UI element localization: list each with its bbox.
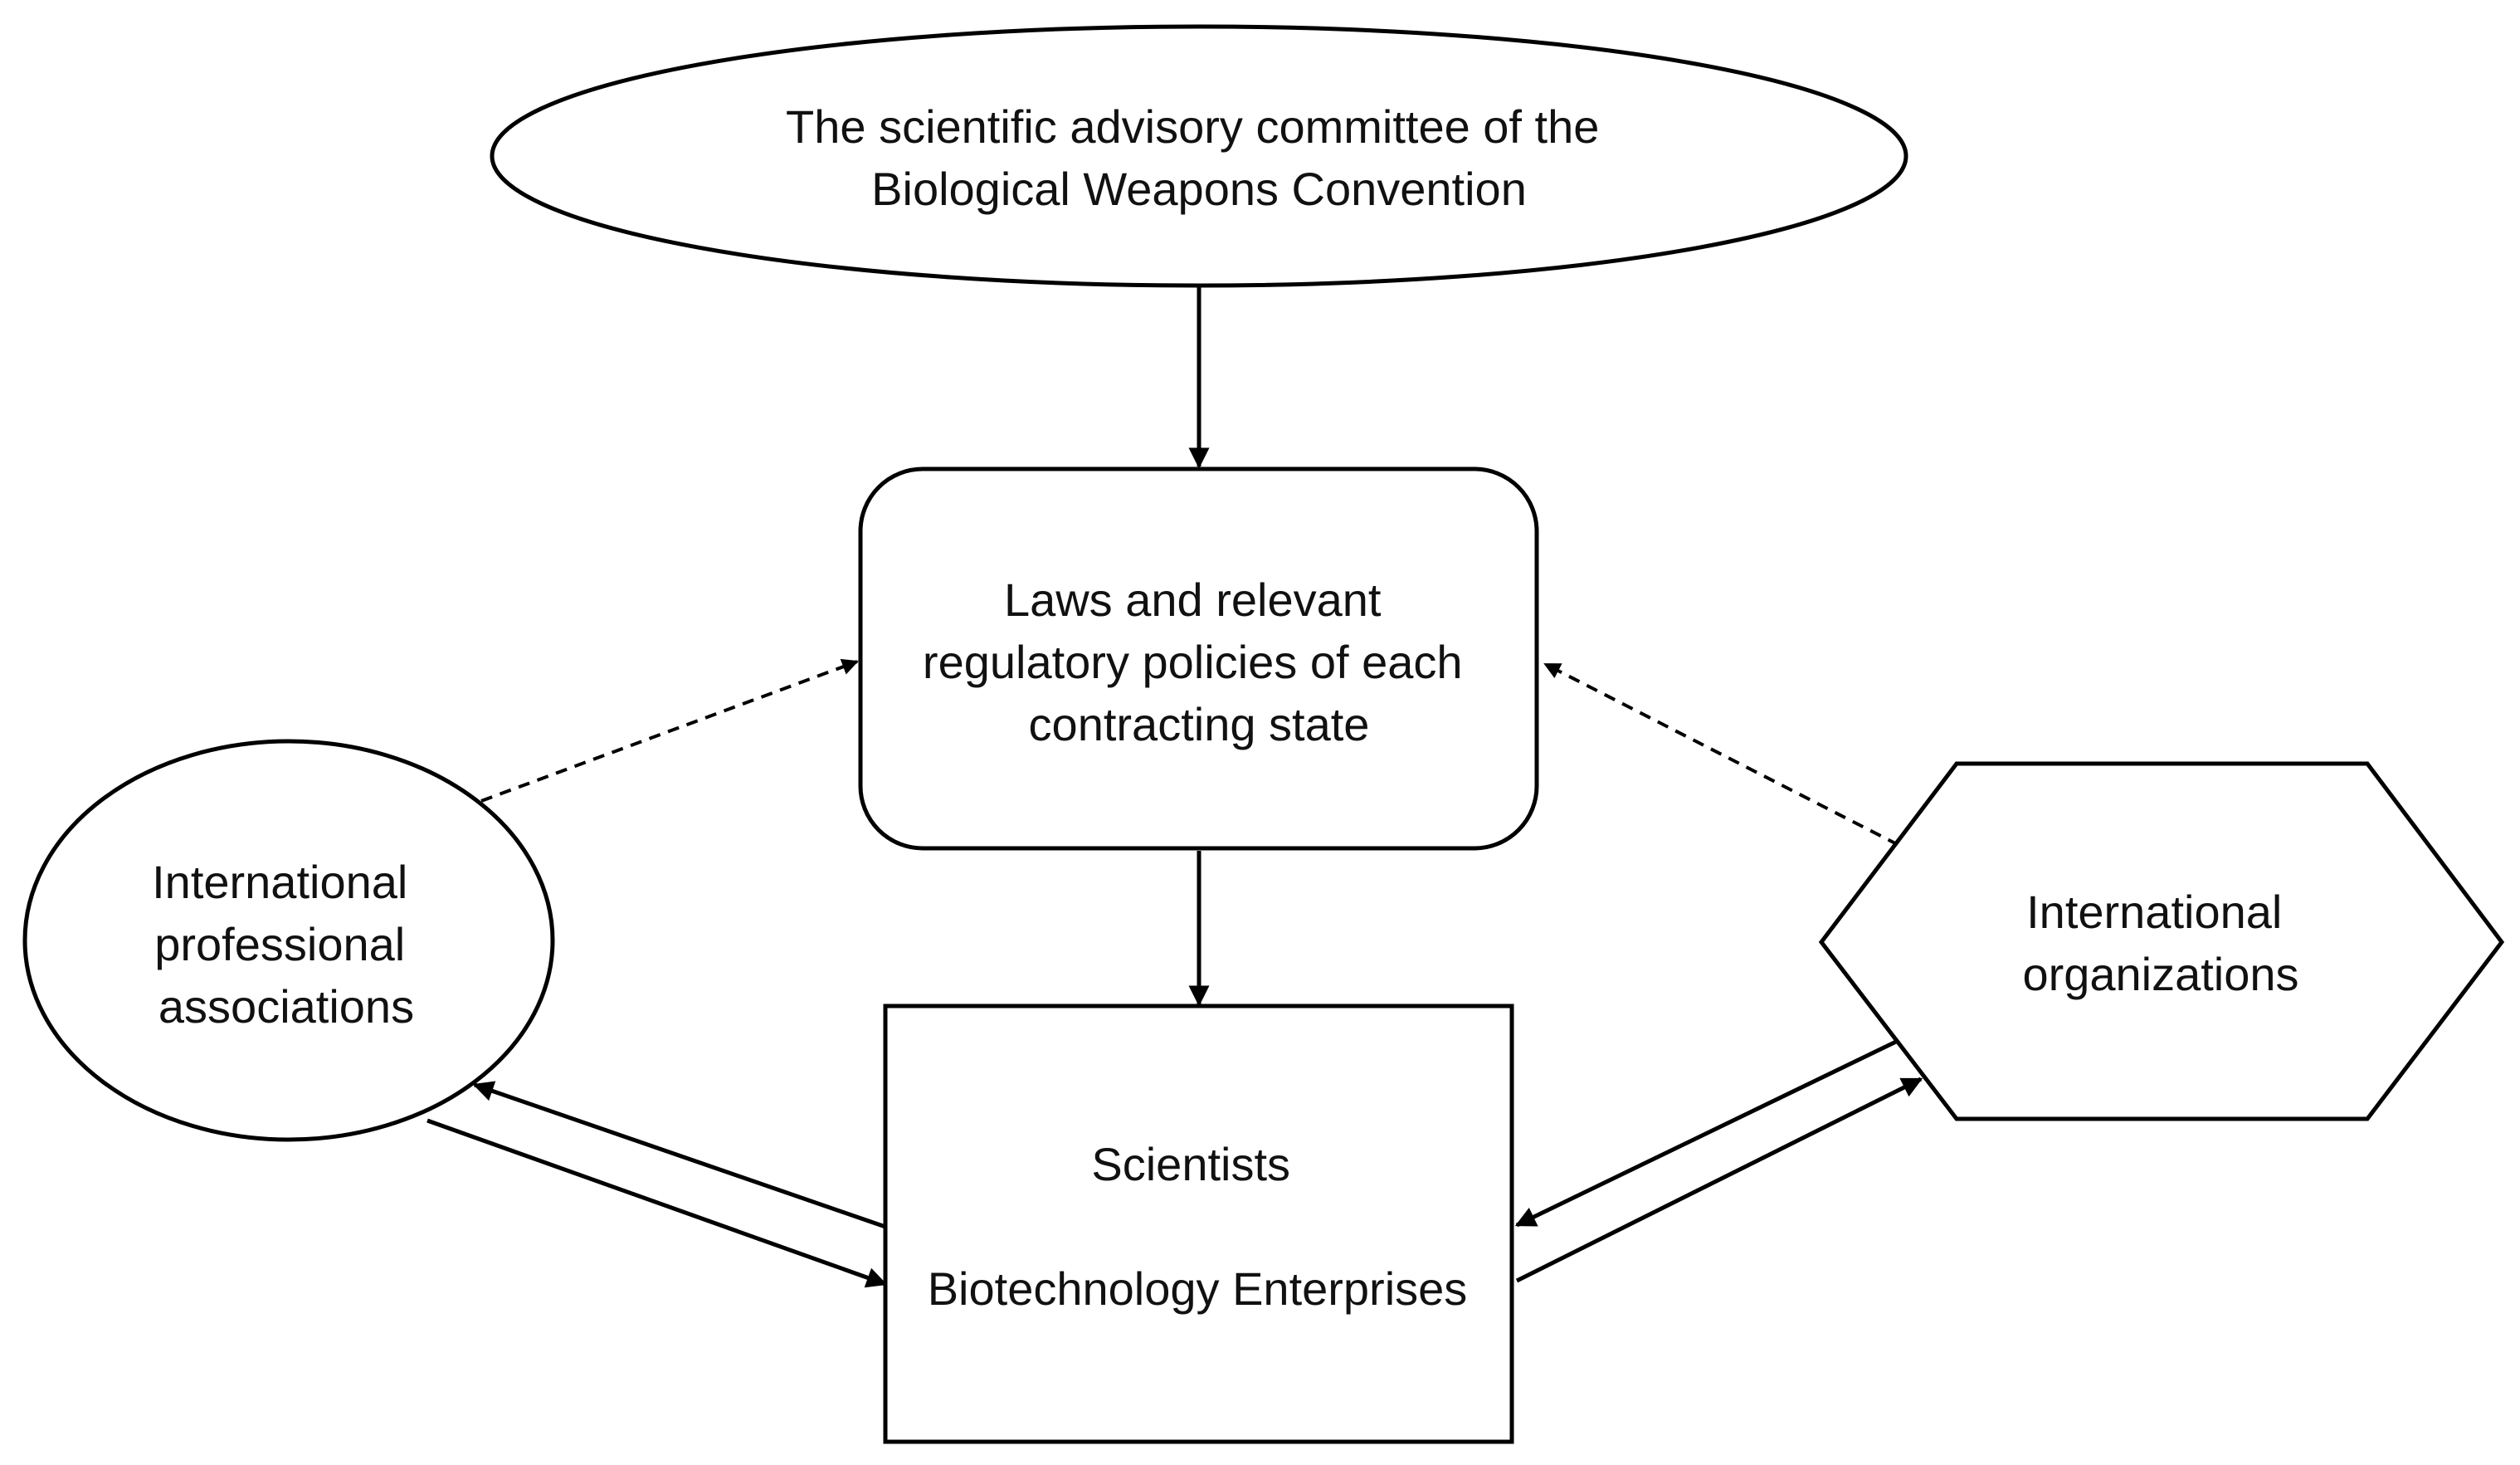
- node-organizations: International organizations: [1818, 761, 2505, 1121]
- edge-organizations-to-laws: [1543, 662, 1899, 847]
- actors-box: [883, 1004, 1514, 1444]
- node-laws: Laws and relevant regulatory policies of…: [858, 466, 1539, 851]
- laws-label-line-2: regulatory policies of each: [923, 636, 1463, 688]
- edges: [426, 286, 1923, 1288]
- node-associations: International professional associations: [22, 739, 555, 1142]
- laws-label-line-3: contracting state: [1029, 698, 1370, 750]
- organizations-hexagon: [1818, 761, 2505, 1121]
- laws-label-line-1: Laws and relevant: [1004, 574, 1382, 626]
- edge-actors-to-associations: [472, 1081, 886, 1229]
- committee-ellipse: [490, 24, 1908, 288]
- actors-label: Scientists Biotechnology Enterprises: [928, 1138, 1468, 1315]
- associations-label-line-3: associations: [158, 980, 414, 1033]
- actors-label-line-2: Biotechnology Enterprises: [928, 1262, 1468, 1315]
- node-actors: Scientists Biotechnology Enterprises: [883, 1004, 1514, 1444]
- laws-rounded-box: [858, 466, 1539, 851]
- edge-associations-to-actors: [426, 1118, 888, 1288]
- committee-label-line-2: Biological Weapons Convention: [871, 163, 1527, 215]
- edge-actors-to-organizations: [1515, 1077, 1923, 1283]
- edge-organizations-to-actors: [1514, 1039, 1898, 1228]
- associations-ellipse: [22, 739, 555, 1142]
- node-committee: The scientific advisory committee of the…: [490, 24, 1908, 288]
- actors-label-line-1: Scientists: [1091, 1138, 1290, 1190]
- committee-label: The scientific advisory committee of the…: [786, 100, 1612, 215]
- committee-label-line-1: The scientific advisory committee of the: [786, 100, 1599, 153]
- organizations-label-line-2: organizations: [2022, 948, 2298, 1000]
- associations-label-line-1: International: [152, 856, 407, 908]
- associations-label-line-2: professional: [154, 918, 405, 970]
- edge-associations-to-laws: [480, 658, 859, 803]
- organizations-label-line-1: International: [2026, 886, 2282, 938]
- organizations-label: International organizations: [2022, 886, 2298, 1000]
- associations-label: International professional associations: [152, 856, 421, 1033]
- laws-label: Laws and relevant regulatory policies of…: [923, 574, 1475, 750]
